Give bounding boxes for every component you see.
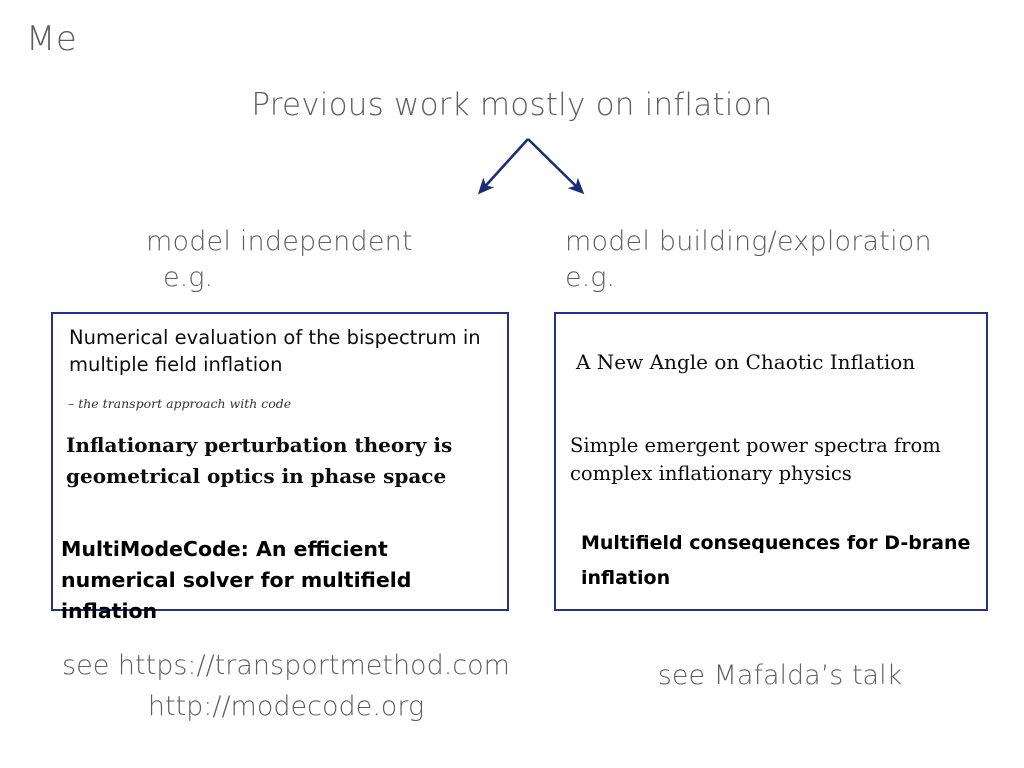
footnote-left-line-2[interactable]: http://modecode.org — [147, 691, 425, 722]
column-eg-left: e.g. — [163, 262, 213, 293]
page-title: Me — [26, 19, 78, 59]
paper-title-right-2: Simple emergent power spectra from compl… — [570, 434, 941, 485]
main-heading: Previous work mostly on inflation — [251, 87, 773, 123]
paper-title-left-1: Numerical evaluation of the bispectrum i… — [69, 326, 481, 376]
paper-title-right-3: Multifield consequences for D-brane infl… — [581, 532, 971, 589]
column-heading-left: model independent — [146, 226, 413, 257]
paper-subtitle-left-1: – the transport approach with code — [68, 396, 292, 411]
branching-arrows-icon — [477, 138, 585, 195]
footnote-left-line-1[interactable]: see https://transportmethod.com — [62, 650, 510, 681]
column-heading-right: model building/exploration — [565, 226, 932, 257]
paper-box-left — [51, 312, 509, 611]
footnote-left: see https://transportmethod.com http://m… — [36, 645, 536, 727]
paper-title-left-2: Inflationary perturbation theory is geom… — [66, 433, 453, 488]
paper-box-right — [554, 312, 988, 611]
footnote-right: see Mafalda’s talk — [600, 655, 960, 696]
paper-title-right-1: A New Angle on Chaotic Inflation — [576, 350, 916, 374]
paper-title-left-3: MultiModeCode: An efficient numerical so… — [61, 537, 412, 623]
column-eg-right: e.g. — [565, 262, 615, 293]
footnote-right-line-1: see Mafalda’s talk — [657, 660, 903, 691]
